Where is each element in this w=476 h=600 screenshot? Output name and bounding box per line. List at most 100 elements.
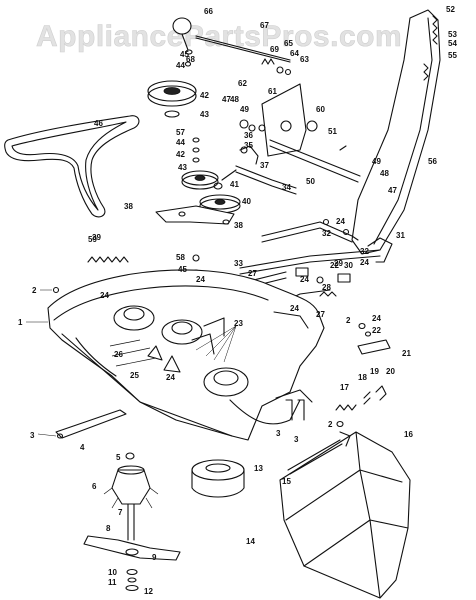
callout-44: 44 (176, 138, 185, 147)
callout-17: 17 (340, 383, 349, 392)
left-hardware (26, 286, 60, 323)
callout-55: 55 (448, 51, 457, 60)
idler-bracket-part (155, 205, 235, 225)
callout-22: 22 (372, 326, 381, 335)
deck-leader-lines (195, 325, 237, 363)
callout-24: 24 (100, 291, 109, 300)
callout-54: 54 (448, 39, 457, 48)
callout-24: 24 (196, 275, 205, 284)
callout-20: 20 (386, 367, 395, 376)
callout-57: 57 (176, 128, 185, 137)
callout-10: 10 (108, 568, 117, 577)
right-bolts (275, 389, 313, 421)
callout-69: 69 (270, 45, 279, 54)
callout-25: 25 (130, 371, 139, 380)
callout-45: 45 (178, 265, 187, 274)
callout-61: 61 (268, 87, 277, 96)
callout-11: 11 (108, 578, 117, 587)
callout-2: 2 (32, 286, 37, 295)
callout-14: 14 (246, 537, 255, 546)
callout-66: 66 (204, 7, 213, 16)
callout-63: 63 (300, 55, 309, 64)
callout-29: 29 (334, 259, 343, 268)
callout-23: 23 (234, 319, 243, 328)
idler-pulley-middle (181, 170, 223, 190)
callout-6: 6 (92, 482, 97, 491)
lever-bracket-part (239, 83, 318, 157)
chute-hardware (335, 322, 391, 428)
callout-21: 21 (402, 349, 411, 358)
callout-24: 24 (336, 217, 345, 226)
callout-30: 30 (344, 261, 353, 270)
discharge-chute-part (279, 431, 411, 599)
callout-42: 42 (200, 91, 209, 100)
callout-48: 48 (380, 169, 389, 178)
callout-34: 34 (282, 183, 291, 192)
callout-38: 38 (124, 202, 133, 211)
chute-rod (287, 431, 351, 475)
adjustment-rod (195, 35, 292, 76)
callout-37: 37 (260, 161, 269, 170)
mower-deck-part (47, 269, 325, 441)
callout-22: 22 (330, 261, 339, 270)
idler-pulley-upper (147, 80, 197, 118)
callout-46: 46 (94, 119, 103, 128)
callout-59: 59 (88, 235, 97, 244)
callout-62: 62 (238, 79, 247, 88)
callout-52: 52 (446, 5, 455, 14)
watermark-text: AppliancePartsPros.com (36, 20, 402, 53)
callout-24: 24 (300, 275, 309, 284)
callout-43: 43 (200, 110, 209, 119)
callout-42: 42 (176, 150, 185, 159)
callout-60: 60 (316, 105, 325, 114)
callout-58: 58 (176, 253, 185, 262)
callout-24: 24 (372, 314, 381, 323)
drive-belt-part (4, 115, 140, 218)
callout-24: 24 (166, 373, 175, 382)
small-bracket-part (239, 145, 259, 165)
callout-16: 16 (404, 430, 413, 439)
callout-2: 2 (328, 420, 333, 429)
callout-1: 1 (18, 318, 23, 327)
callout-45: 45 (180, 50, 189, 59)
callout-19: 19 (370, 367, 379, 376)
callout-7: 7 (118, 508, 123, 517)
callout-68: 68 (186, 55, 195, 64)
deck-support-bracket (37, 409, 127, 439)
callout-18: 18 (358, 373, 367, 382)
callout-3: 3 (30, 431, 35, 440)
callout-26: 26 (114, 350, 123, 359)
callout-12: 12 (144, 587, 153, 596)
lift-shaft-part (221, 139, 361, 195)
callout-47: 47 (388, 186, 397, 195)
callout-labels: 1 2 2 2 3 3 3 4 5 6 7 8 9 10 11 12 13 14… (18, 5, 457, 596)
callout-4: 4 (80, 443, 85, 452)
callout-49: 49 (372, 157, 381, 166)
callout-41: 41 (230, 180, 239, 189)
adjustment-knob (172, 17, 193, 55)
callout-28: 28 (322, 283, 331, 292)
callout-40: 40 (242, 197, 251, 206)
callout-39: 39 (92, 233, 101, 242)
callout-32: 32 (322, 229, 331, 238)
spring-part-39 (87, 256, 129, 263)
callout-53: 53 (448, 30, 457, 39)
callout-48: 48 (230, 95, 239, 104)
callout-5: 5 (116, 453, 121, 462)
linkage-rods (239, 218, 393, 275)
callout-24: 24 (290, 304, 299, 313)
callout-3: 3 (276, 429, 281, 438)
callout-35: 35 (244, 141, 253, 150)
callout-44: 44 (176, 61, 185, 70)
spindle-assembly (83, 452, 181, 592)
callout-49: 49 (240, 105, 249, 114)
callout-3: 3 (294, 435, 299, 444)
callout-51: 51 (328, 127, 337, 136)
callout-56: 56 (428, 157, 437, 166)
blade-adapter-part (191, 459, 245, 498)
callout-32: 32 (360, 247, 369, 256)
callout-15: 15 (282, 477, 291, 486)
callout-2: 2 (346, 316, 351, 325)
callout-9: 9 (152, 553, 157, 562)
